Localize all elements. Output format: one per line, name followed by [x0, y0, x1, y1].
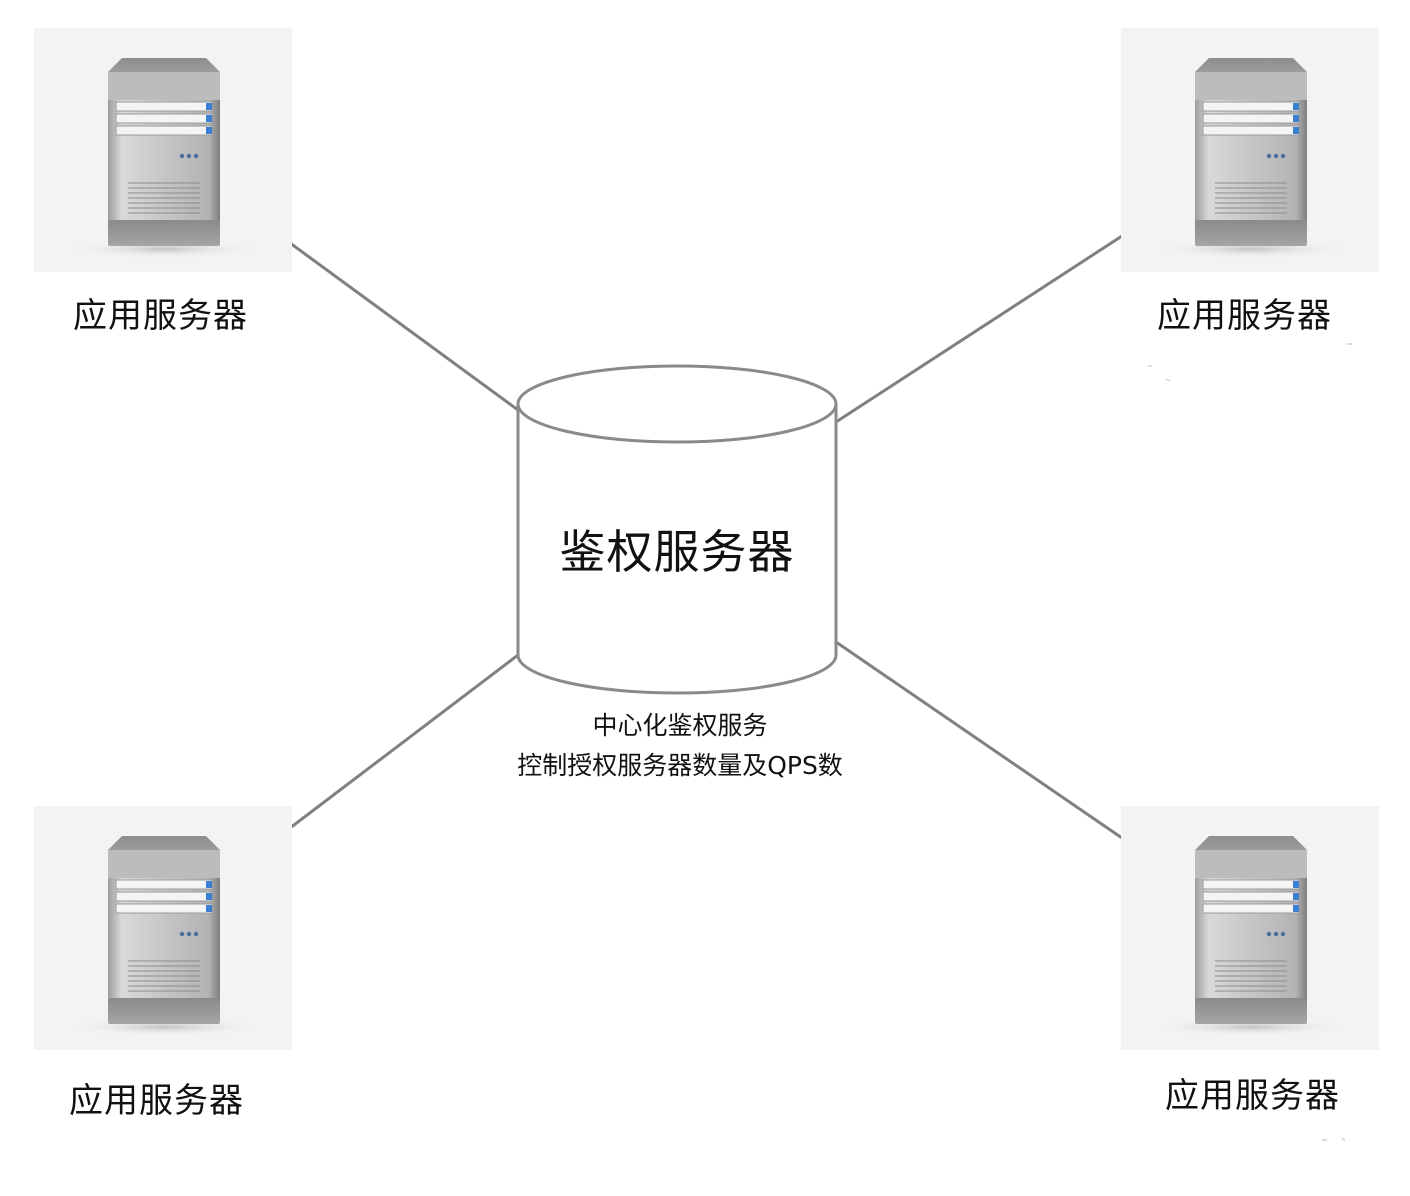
server-label-top-left: 应用服务器	[73, 296, 248, 336]
server-card-top-right	[1121, 28, 1379, 272]
connector-bottom-left	[289, 653, 519, 830]
connector-top-right	[835, 234, 1123, 424]
server-tower-icon	[1150, 57, 1352, 259]
connector-bottom-right	[835, 640, 1123, 840]
server-label-bottom-left: 应用服务器	[69, 1081, 244, 1121]
stray-marks	[1148, 343, 1352, 1142]
server-tower-icon	[63, 57, 265, 259]
server-card-bottom-left	[34, 806, 292, 1050]
server-label-bottom-right: 应用服务器	[1165, 1076, 1340, 1116]
auth-caption-line-2: 控制授权服务器数量及QPS数	[517, 751, 843, 780]
auth-server-cylinder	[516, 364, 838, 695]
server-tower-icon	[63, 835, 265, 1037]
server-card-top-left	[34, 28, 292, 272]
server-tower-icon	[1150, 835, 1352, 1037]
auth-server-title: 鉴权服务器	[559, 525, 795, 579]
server-label-top-right: 应用服务器	[1157, 296, 1332, 336]
server-card-bottom-right	[1121, 806, 1379, 1050]
auth-caption-line-1: 中心化鉴权服务	[592, 711, 768, 740]
connector-top-left	[289, 241, 519, 412]
